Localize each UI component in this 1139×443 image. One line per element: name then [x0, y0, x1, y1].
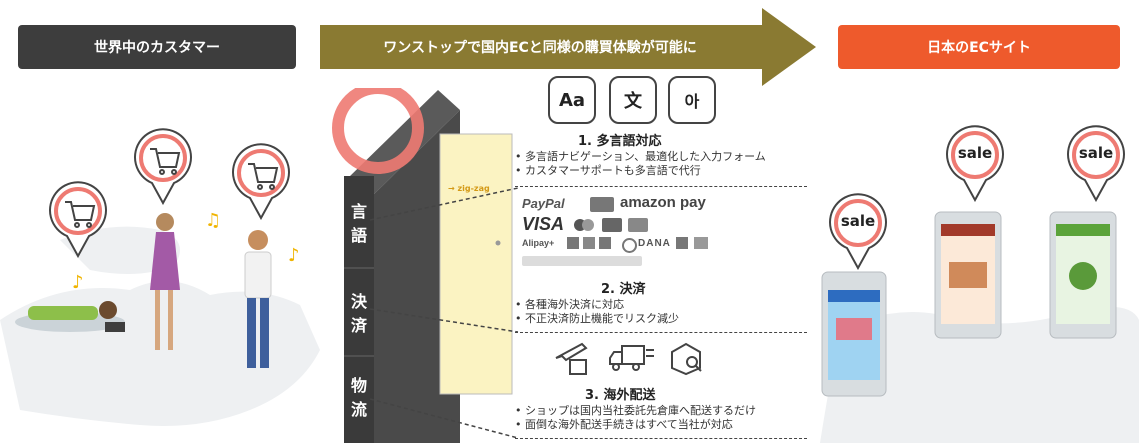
cart-pin-3: [232, 143, 290, 220]
truck-icon: [609, 345, 654, 371]
wall-label-payment: 決済: [350, 292, 367, 335]
dana-icon: [622, 238, 637, 253]
feature-1-title: 1. 多言語対応: [578, 134, 662, 149]
language-bubble-latin: Aa: [548, 76, 596, 124]
cart-pin-1: [49, 181, 107, 258]
jcb-logo: [602, 218, 622, 232]
connector-language: [370, 187, 519, 221]
wall-label-language: 言語: [350, 202, 367, 245]
feature-2-bullets: 各種海外決済に対応 不正決済防止機能でリスク減少: [515, 298, 679, 326]
sale-pin-2: sale: [942, 122, 1008, 202]
language-bubble-chinese: 文: [609, 76, 657, 124]
mastercard-logo: [574, 219, 596, 231]
language-bubble-korean: 아: [668, 76, 716, 124]
sale-label: sale: [1078, 144, 1114, 162]
wall-label-logistics: 物流: [350, 376, 367, 419]
customer-illustrations: [15, 213, 272, 368]
phone-2: [934, 211, 1002, 339]
feature-3-bullets: ショップは国内当社委託先倉庫へ配送するだけ 面倒な海外配送手続きはすべて当社が対…: [515, 404, 756, 432]
header-japan-ec: 日本のECサイト: [838, 25, 1120, 69]
more-payment-logos: [522, 256, 642, 266]
header-left-label: 世界中のカスタマー: [94, 40, 220, 56]
door-logo: → zig-zag: [448, 184, 490, 193]
music-note-icon: ♪: [72, 272, 84, 293]
other-wallet-logos: [676, 237, 716, 251]
unionpay-logo: [628, 218, 648, 232]
wall-and-door: [332, 88, 513, 443]
header-global-customers: 世界中のカスタマー: [18, 25, 296, 69]
cart-icon: [150, 148, 181, 175]
dana-logo: DANA: [638, 238, 671, 249]
feature-1-bullet-1: 多言語ナビゲーション、最適化した入力フォーム: [515, 150, 766, 164]
feature-3-bullet-1: ショップは国内当社委託先倉庫へ配送するだけ: [515, 404, 756, 418]
box-search-icon: [671, 342, 702, 376]
phone-1: [821, 271, 887, 397]
feature-2-bullet-2: 不正決済防止機能でリスク減少: [515, 312, 679, 326]
feature-1-bullet-2: カスタマーサポートも多言語で代行: [515, 164, 766, 178]
divider-logistics: [515, 438, 807, 439]
music-note-icon: ♫: [205, 210, 222, 231]
connector-logistics: [370, 398, 519, 439]
divider-payment: [515, 332, 807, 333]
feature-3-bullet-2: 面倒な海外配送手続きはすべて当社が対応: [515, 418, 756, 432]
header-arrow: [320, 8, 816, 86]
feature-3-title: 3. 海外配送: [585, 388, 656, 403]
cart-icon: [248, 163, 279, 190]
header-middle-label: ワンストップで国内ECと同様の購買体験が可能に: [383, 40, 697, 56]
sale-label: sale: [840, 212, 876, 230]
paypal-logo: PayPal: [522, 196, 565, 211]
plane-box-icon: [555, 342, 588, 375]
card-logo: [590, 197, 614, 212]
cart-pin-2: [134, 128, 192, 205]
music-note-icon: ♪: [288, 245, 300, 266]
wallet-logos: [567, 237, 617, 251]
divider-language: [515, 186, 807, 187]
cart-icon: [65, 201, 96, 228]
visa-logo: VISA: [522, 214, 565, 234]
sale-pin-3: sale: [1063, 122, 1129, 202]
phone-3: [1049, 211, 1117, 339]
sale-label: sale: [957, 144, 993, 162]
sale-pin-1: sale: [825, 190, 891, 270]
alipay-logo: Alipay+: [522, 238, 555, 248]
feature-2-title: 2. 決済: [601, 282, 646, 297]
feature-1-bullets: 多言語ナビゲーション、最適化した入力フォーム カスタマーサポートも多言語で代行: [515, 150, 766, 178]
connector-payment: [370, 308, 519, 333]
header-one-stop: ワンストップで国内ECと同様の購買体験が可能に: [320, 25, 760, 69]
feature-2-bullet-1: 各種海外決済に対応: [515, 298, 679, 312]
amazon-pay-logo: amazon pay: [620, 194, 706, 211]
header-right-label: 日本のECサイト: [927, 40, 1031, 56]
